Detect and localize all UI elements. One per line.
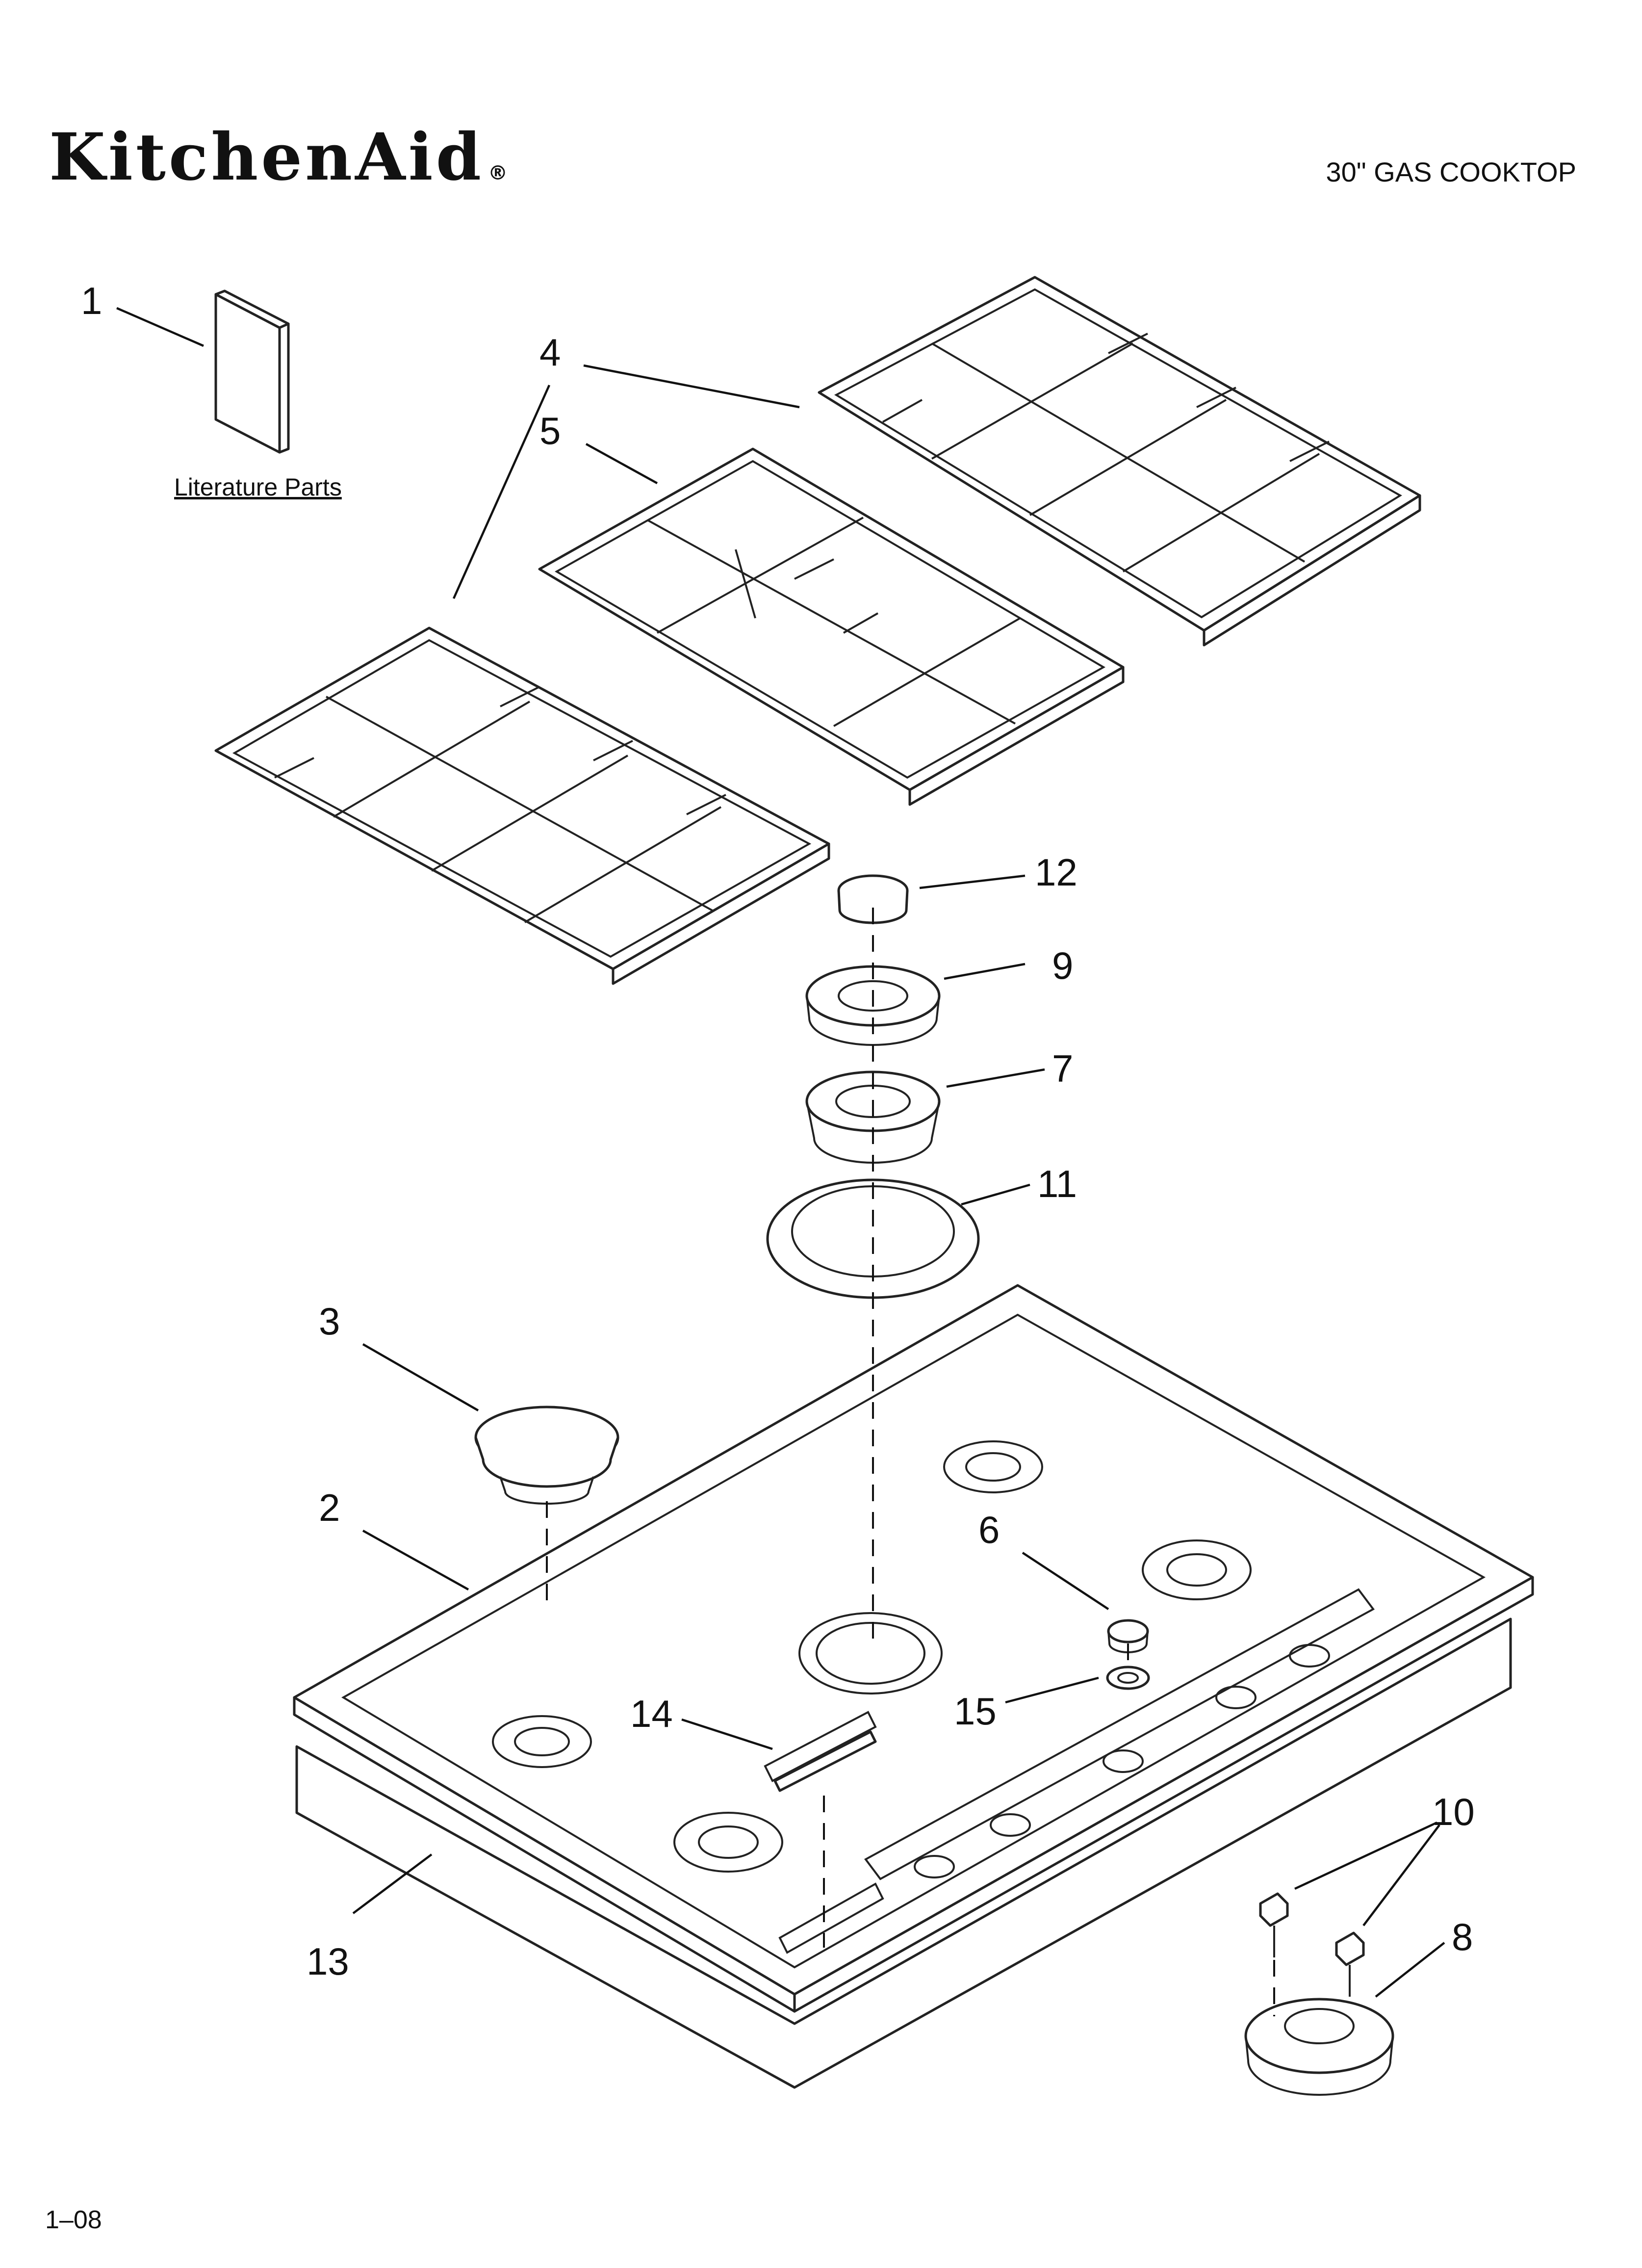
- document-title: 30" GAS COOKTOP: [1326, 156, 1576, 187]
- screw-a: [1259, 1892, 1289, 1957]
- callout-5: 5: [539, 409, 561, 452]
- leader-10b: [1362, 1824, 1440, 1927]
- foam-gasket: [295, 1617, 1512, 2089]
- screw-b: [1335, 1931, 1365, 1997]
- leader-13: [352, 1853, 433, 1914]
- leader-12: [919, 874, 1026, 889]
- left-grate: [214, 626, 830, 985]
- callout-12: 12: [1035, 851, 1078, 894]
- callout-14: 14: [630, 1692, 673, 1735]
- leader-15: [1005, 1676, 1099, 1704]
- revision-code: 1–08: [45, 2206, 102, 2234]
- callout-7: 7: [1052, 1047, 1073, 1090]
- callout-10: 10: [1432, 1790, 1475, 1833]
- callout-9: 9: [1052, 944, 1073, 987]
- burner-cap-small: [837, 874, 909, 924]
- callout-15: 15: [954, 1690, 997, 1733]
- switch-15: [1106, 1666, 1150, 1690]
- right-grate: [818, 276, 1421, 647]
- leader-7: [946, 1068, 1045, 1088]
- callout-13: 13: [307, 1940, 349, 1983]
- literature-parts-label: Literature Parts: [174, 473, 342, 501]
- badge-14: [773, 1730, 877, 1792]
- leader-10a: [1294, 1821, 1437, 1890]
- leader-2: [362, 1530, 469, 1590]
- callout-2: 2: [319, 1486, 340, 1529]
- leader-1: [116, 307, 204, 347]
- leader-3: [362, 1343, 479, 1411]
- leader-5: [585, 443, 658, 484]
- callout-1: 1: [81, 279, 102, 322]
- leader-14: [681, 1718, 773, 1750]
- callout-3: 3: [319, 1300, 340, 1343]
- leader-11: [961, 1183, 1030, 1206]
- callout-6: 6: [978, 1508, 1000, 1551]
- leader-4b: [452, 385, 551, 599]
- large-burner-cap: [474, 1406, 619, 1505]
- leader-4a: [583, 364, 800, 409]
- leader-8: [1375, 1942, 1445, 1998]
- kitchenaid-logo: KitchenAid®: [49, 125, 511, 190]
- callout-11: 11: [1037, 1162, 1077, 1205]
- knob-6: [1107, 1619, 1149, 1653]
- burner-assembly-8: [1244, 1998, 1394, 2096]
- leader-6: [1022, 1552, 1109, 1610]
- callout-4: 4: [539, 331, 561, 374]
- registered-mark: ®: [488, 162, 511, 184]
- center-grate: [538, 447, 1125, 806]
- callout-8: 8: [1452, 1915, 1473, 1958]
- literature-booklet: [214, 289, 290, 454]
- cooktop-top: [293, 1284, 1534, 2013]
- brand-name: KitchenAid: [49, 119, 484, 195]
- leader-9: [944, 963, 1026, 980]
